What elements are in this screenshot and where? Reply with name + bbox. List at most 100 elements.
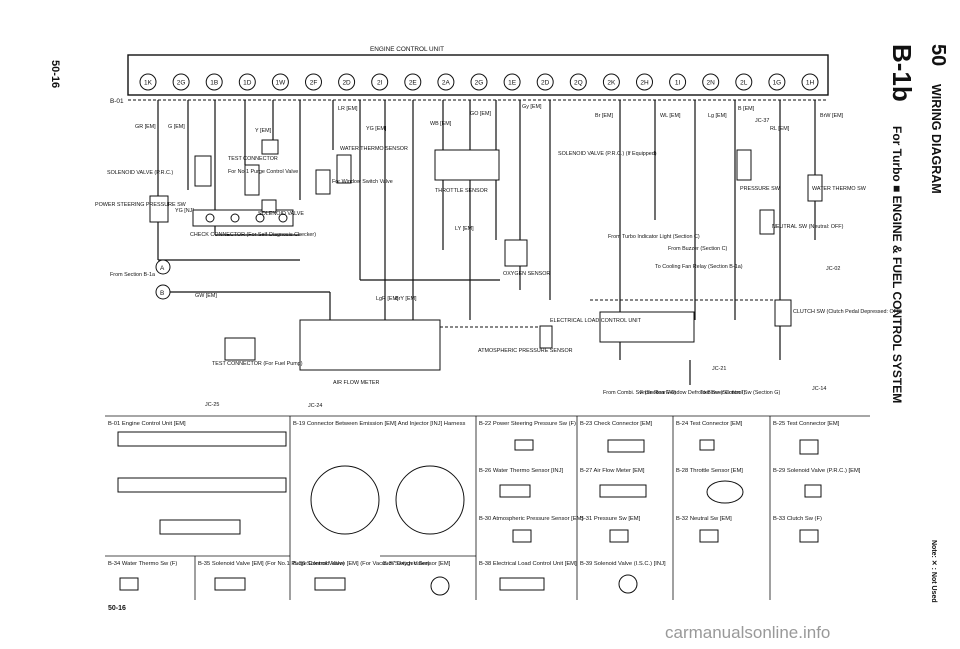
joint-jc14: JC-14 — [812, 386, 826, 392]
label-solenoid-prc-equipped: SOLENOID VALVE (P.R.C.) (If Equipped) — [558, 151, 657, 157]
svg-text:LgR [EM]: LgR [EM] — [376, 296, 399, 302]
svg-text:LY [EM]: LY [EM] — [455, 226, 474, 232]
label-pressure-sw: PRESSURE SW — [740, 186, 781, 192]
svg-text:GR [EM]: GR [EM] — [135, 124, 156, 130]
label-clutch-sw: CLUTCH SW (Clutch Pedal Depressed: OFF) — [793, 309, 902, 315]
ecu-terminal-label: 1G — [773, 80, 782, 87]
ecu-terminal — [801, 73, 819, 91]
label-neutral-sw: NEUTRAL SW (Neutral: OFF) — [772, 224, 844, 230]
label-solenoid-prc: SOLENOID VALVE (P.R.C.) — [107, 170, 173, 176]
svg-text:GO [EM]: GO [EM] — [470, 111, 491, 117]
not-used-note: Note: ✕ : Not Used — [930, 540, 937, 603]
wiring-lines — [157, 100, 816, 385]
connector-legends: B-01 Engine Control Unit [EM] B-19 Conne… — [108, 421, 861, 567]
svg-text:LR [EM]: LR [EM] — [338, 106, 358, 112]
joint-jc37: JC-37 — [755, 118, 769, 124]
label-water-thermo-sensor: WATER THERMO SENSOR — [340, 146, 408, 152]
svg-text:B-33 Clutch Sw (F): B-33 Clutch Sw (F) — [773, 516, 822, 522]
svg-text:B-30 Atmospheric Pressure Sens: B-30 Atmospheric Pressure Sensor [EM] — [479, 516, 583, 522]
svg-text:B-26 Water Thermo Sensor [INJ]: B-26 Water Thermo Sensor [INJ] — [479, 468, 563, 474]
svg-text:Br [EM]: Br [EM] — [595, 113, 613, 119]
ecu-terminal-label: 2H — [640, 80, 649, 87]
svg-text:A: A — [160, 265, 165, 272]
left-page-number: 50-16 — [49, 60, 61, 88]
ecu-terminal — [305, 73, 322, 91]
ecu-terminal — [238, 73, 256, 91]
svg-text:B-36 Solenoid Valve [EM] (For: B-36 Solenoid Valve [EM] (For Vacuum Swi… — [293, 561, 430, 567]
svg-text:B-19 Connector Between Emissio: B-19 Connector Between Emission [EM] And… — [293, 421, 465, 427]
component-symbols — [149, 139, 823, 371]
svg-text:B-29 Solenoid Valve (P.R.C.) [: B-29 Solenoid Valve (P.R.C.) [EM] — [773, 468, 861, 474]
ecu-terminal — [636, 73, 653, 91]
svg-text:B-39 Solenoid Valve (I.S.C.) [: B-39 Solenoid Valve (I.S.C.) [INJ] — [580, 561, 666, 567]
section-number: 50 — [927, 44, 949, 66]
svg-text:B [EM]: B [EM] — [738, 106, 755, 112]
ecu-terminal-label: 1B — [210, 80, 218, 87]
svg-text:B-35 Solenoid Valve [EM] (For: B-35 Solenoid Valve [EM] (For No.1 Purge… — [198, 561, 345, 567]
label-from-buzzer: From Buzzer (Section C) — [668, 246, 728, 252]
ecu-terminal — [569, 73, 587, 91]
ecu-terminal — [702, 73, 720, 91]
ecu-terminal — [205, 73, 223, 91]
ecu-terminal-label: 1K — [144, 80, 153, 87]
ecu-terminal — [470, 73, 488, 91]
ecu-terminal — [139, 73, 157, 91]
svg-text:B: B — [160, 290, 164, 297]
ecu-terminal — [536, 73, 554, 91]
svg-text:B-38 Electrical Load Control U: B-38 Electrical Load Control Unit [EM] — [479, 561, 577, 567]
svg-text:Gy [EM]: Gy [EM] — [522, 104, 542, 110]
ecu-terminal — [735, 73, 753, 91]
ecu-terminal-label: 1D — [243, 80, 252, 87]
ecu-terminal — [172, 73, 190, 91]
svg-text:B-24 Test Connector [EM]: B-24 Test Connector [EM] — [676, 421, 743, 427]
ecu-terminal — [669, 73, 687, 91]
joint-jc25: JC-25 — [205, 402, 219, 408]
svg-text:RL [EM]: RL [EM] — [770, 126, 790, 132]
label-electrical-load-unit: ELECTRICAL LOAD CONTROL UNIT — [550, 318, 642, 324]
label-test-connector-fuel: TEST CONNECTOR (For Fuel Pump) — [212, 361, 303, 367]
svg-text:YG [EM]: YG [EM] — [366, 126, 387, 132]
label-air-flow-meter: AIR FLOW METER — [333, 380, 380, 386]
label-from-combi-sw: From Combi. Sw (Section E-6) — [603, 390, 676, 396]
ecu-terminal-label: 2D — [342, 80, 351, 87]
svg-text:B-25 Test Connector [EM]: B-25 Test Connector [EM] — [773, 421, 840, 427]
ecu-terminal-label: 2D — [541, 80, 550, 87]
connector-faces — [117, 431, 822, 596]
label-rear-defroster: From Rear Window Defroster Sw (Section I… — [640, 390, 745, 396]
label-purge-valve: For No.1 Purge Control Valve — [228, 169, 298, 175]
watermark: carmanualsonline.info — [665, 623, 830, 642]
label-test-connector: TEST CONNECTOR — [228, 156, 278, 162]
svg-text:B-22 Power Steering Pressure S: B-22 Power Steering Pressure Sw (F) — [479, 421, 576, 427]
ecu-terminal-label: 2K — [607, 80, 616, 87]
page-code: B-1b — [887, 44, 917, 102]
svg-text:B-37 Oxygen Sensor [EM]: B-37 Oxygen Sensor [EM] — [383, 561, 451, 567]
ecu-terminal — [602, 73, 620, 91]
svg-text:YG [NJ]: YG [NJ] — [175, 208, 194, 214]
ecu-terminal-label: 1I — [675, 80, 681, 87]
svg-text:B-28 Throttle Sensor [EM]: B-28 Throttle Sensor [EM] — [676, 468, 743, 474]
ecu-terminal-label: 2A — [442, 80, 451, 87]
svg-text:B-27 Air Flow Meter [EM]: B-27 Air Flow Meter [EM] — [580, 468, 645, 474]
svg-text:WB [EM]: WB [EM] — [430, 121, 452, 127]
svg-text:BrW [EM]: BrW [EM] — [820, 113, 844, 119]
ecu-code: B-01 — [110, 98, 124, 105]
label-oxygen-sensor: OXYGEN SENSOR — [503, 271, 550, 277]
joint-jc24: JC-24 — [308, 403, 322, 409]
ecu-terminal — [271, 73, 289, 91]
bottom-page-number: 50-16 — [108, 605, 126, 612]
label-power-steering-sw: POWER STEERING PRESSURE SW — [95, 202, 187, 208]
label-water-thermo-sw: WATER THERMO SW — [812, 186, 867, 192]
ecu-terminal-label: 2F — [310, 80, 318, 87]
svg-text:G [EM]: G [EM] — [168, 124, 185, 130]
label-turbo-indicator: From Turbo Indicator Light (Section C) — [608, 234, 700, 240]
ecu-terminal-label: 1H — [806, 80, 815, 87]
ecu-title: ENGINE CONTROL UNIT — [370, 46, 444, 53]
ecu-terminal-label: 1E — [508, 80, 517, 87]
label-check-connector: CHECK CONNECTOR (For Self-Diagnosis Chec… — [190, 232, 316, 238]
ecu-terminal — [768, 73, 786, 91]
wire-labels: GR [EM] G [EM] Y [EM] LR [EM] YG [EM] GO… — [135, 104, 844, 302]
section-title: WIRING DIAGRAM — [929, 84, 943, 194]
ecu-terminal-label: 1W — [276, 80, 287, 87]
ecu-terminal — [404, 73, 422, 91]
